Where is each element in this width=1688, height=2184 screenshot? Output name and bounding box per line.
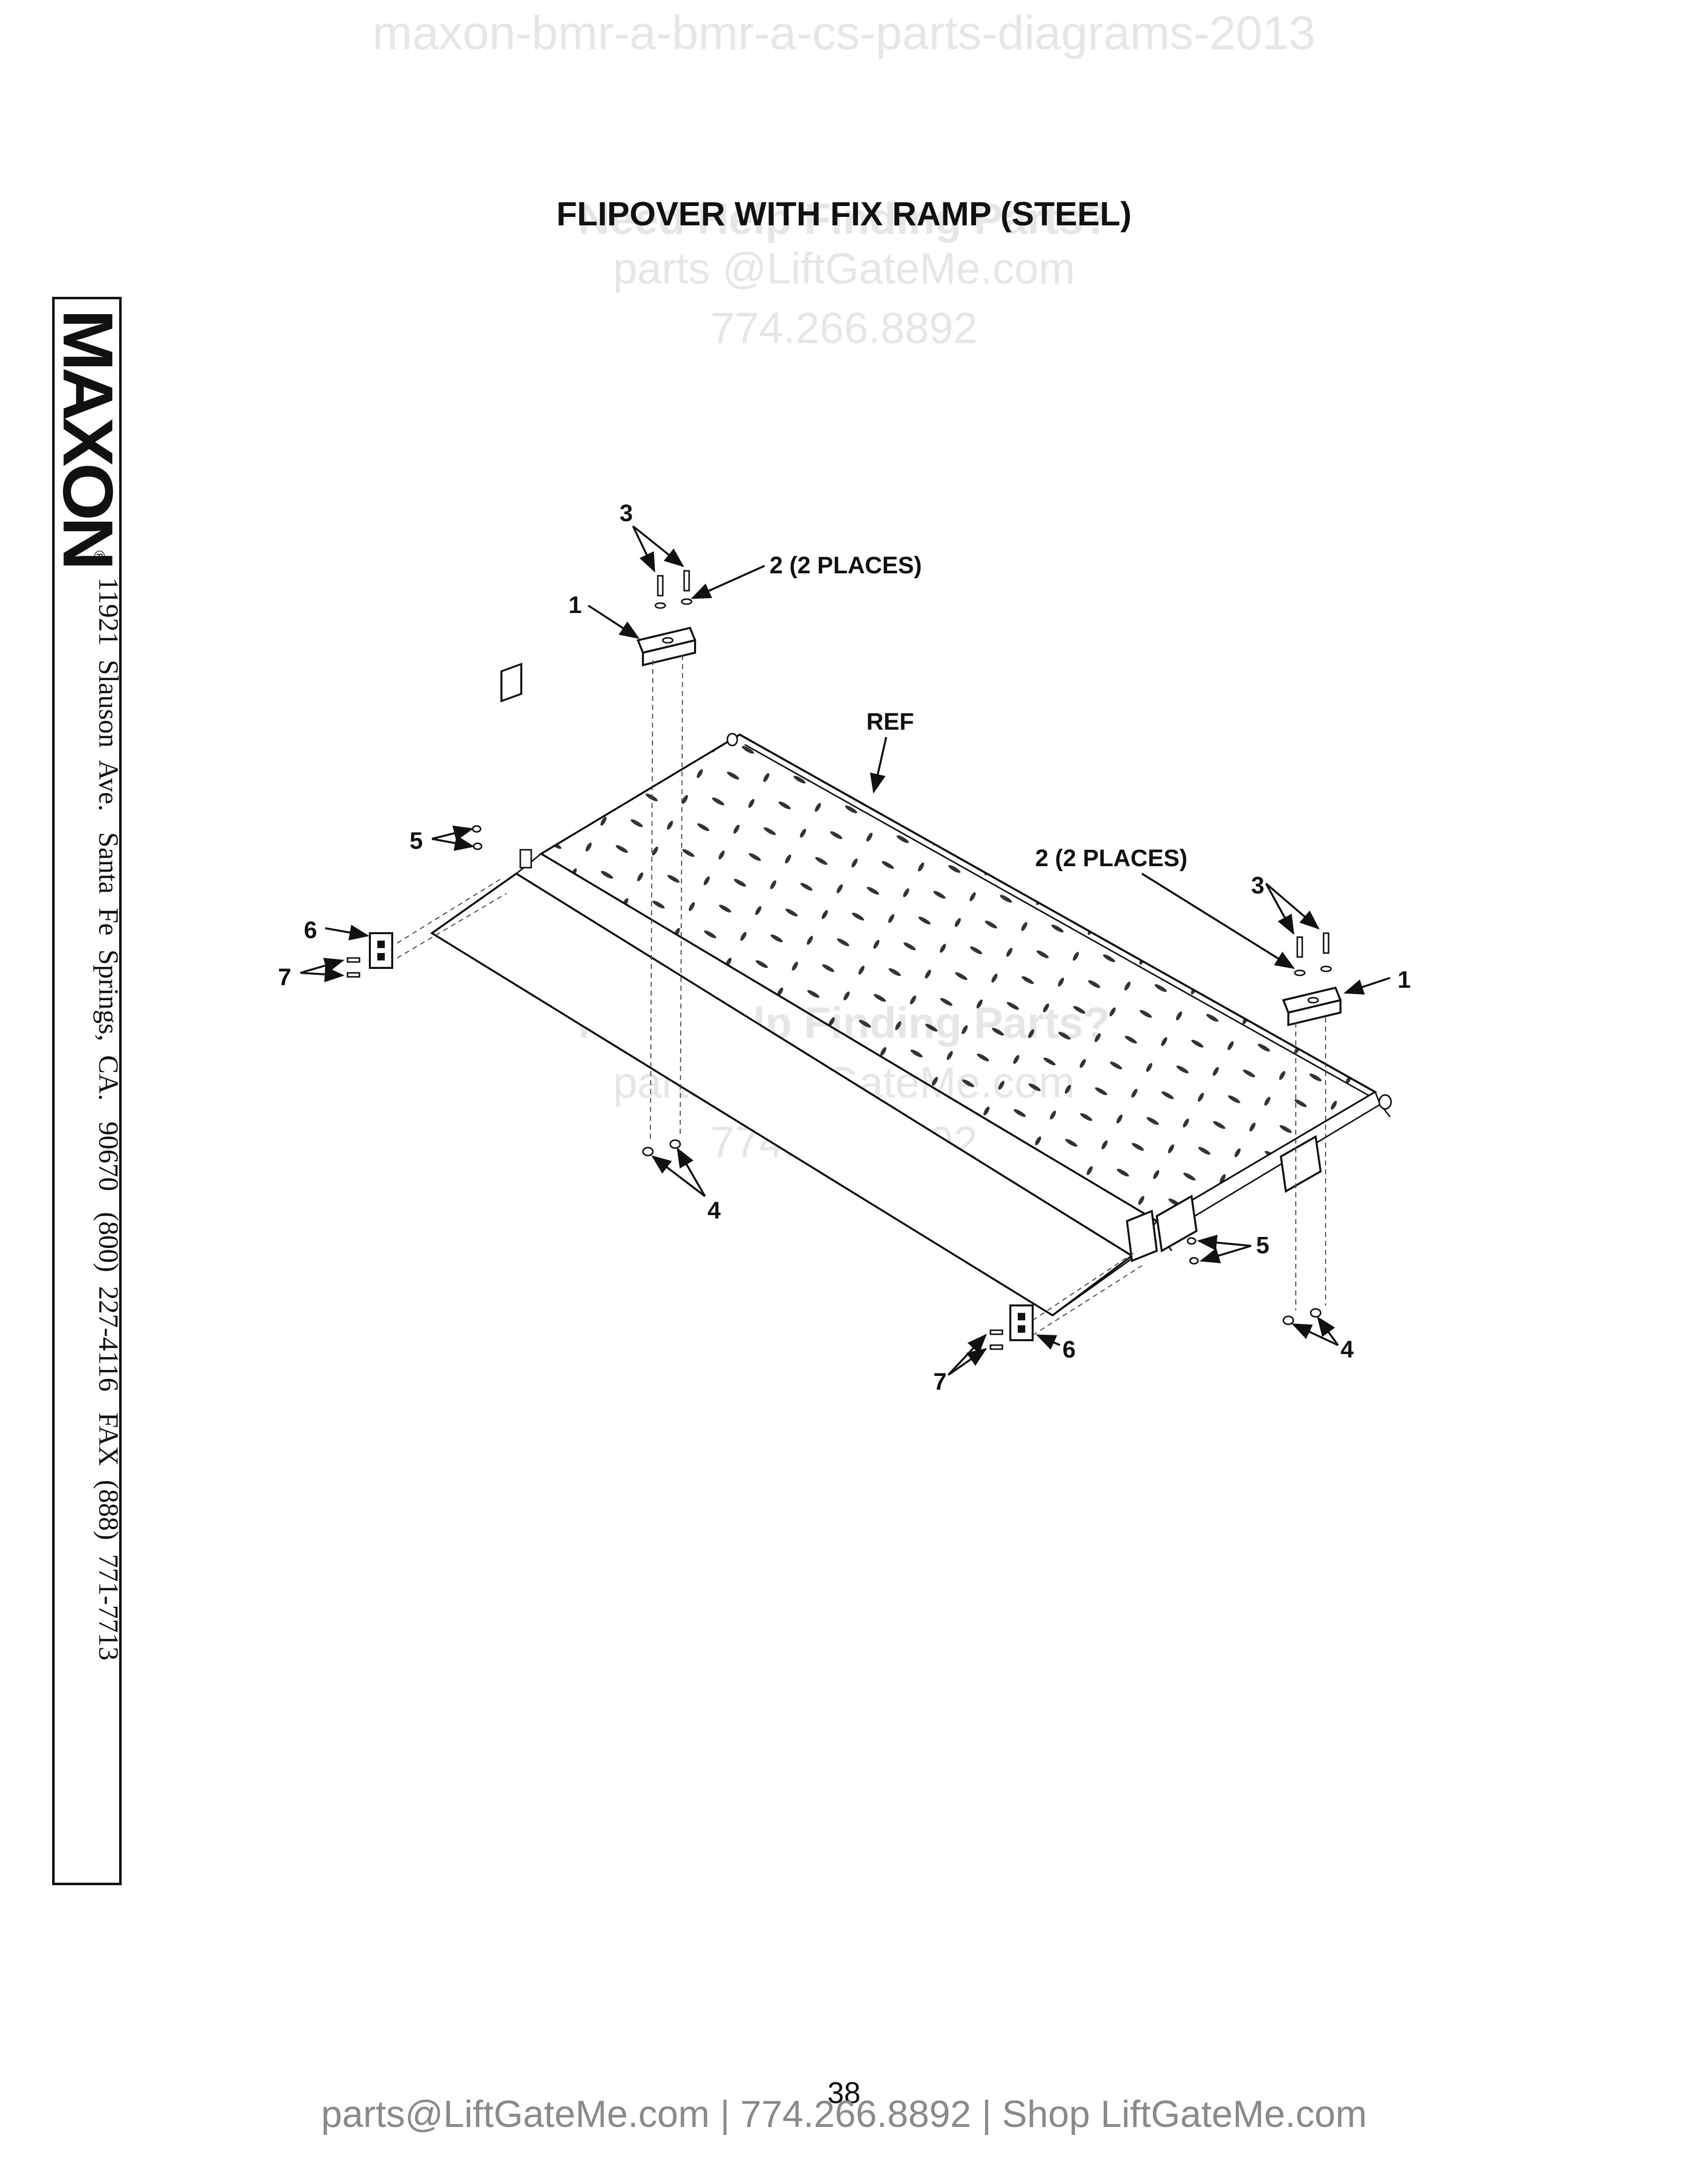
callout-5-left: 5: [410, 828, 423, 854]
callout-7-right: 7: [933, 1369, 947, 1395]
callout-6-left: 6: [304, 917, 317, 944]
leader-lines: [300, 525, 1391, 1376]
part-1-block-left: [636, 626, 697, 667]
page-title: FLIPOVER WITH FIX RAMP (STEEL): [556, 195, 1132, 233]
callout-labels: 3 2 (2 PLACES) 1 REF 2 (2 PLACES) 3 1 5 …: [278, 500, 1411, 1395]
hinge-bracket-right: [1125, 1194, 1198, 1262]
watermark-document-name: maxon-bmr-a-bmr-a-cs-parts-diagrams-2013: [372, 6, 1316, 60]
maxon-sidebar: MAXON ® 11921 Slauson Ave. Santa Fe Spri…: [49, 297, 128, 1885]
watermark-help: Need Help Finding Parts?: [578, 194, 1110, 243]
callout-7-left: 7: [278, 964, 291, 991]
platform-deck: [539, 733, 1392, 1251]
callout-3-left: 3: [620, 500, 633, 527]
callout-3-right: 3: [1251, 873, 1265, 899]
callout-2-left: 2 (2 PLACES): [770, 552, 922, 579]
hinge-bracket-left: [500, 663, 532, 869]
callout-5-right: 5: [1256, 1232, 1269, 1259]
callout-1-left: 1: [568, 592, 582, 618]
callout-2-right: 2 (2 PLACES): [1035, 845, 1188, 872]
callout-4-left: 4: [707, 1198, 721, 1224]
callout-1-right: 1: [1398, 967, 1411, 993]
page-number: 38: [827, 2076, 861, 2110]
callout-4-right: 4: [1340, 1337, 1354, 1363]
part-6-block-left: [369, 932, 393, 969]
watermark-phone: 774.266.8892: [710, 303, 978, 352]
watermark-email: parts @LiftGateMe.com: [613, 244, 1075, 293]
fasteners: [347, 570, 1332, 1350]
part-6-block-right: [1009, 1304, 1034, 1341]
part-1-block-right: [1282, 986, 1342, 1026]
callout-6-right: 6: [1062, 1337, 1076, 1363]
footer-contact: parts@LiftGateMe.com | 774.266.8892 | Sh…: [321, 2093, 1367, 2135]
rear-bracket-right: [1279, 1135, 1322, 1193]
assembly-centerlines: [397, 655, 1326, 1336]
callout-ref: REF: [866, 709, 914, 735]
